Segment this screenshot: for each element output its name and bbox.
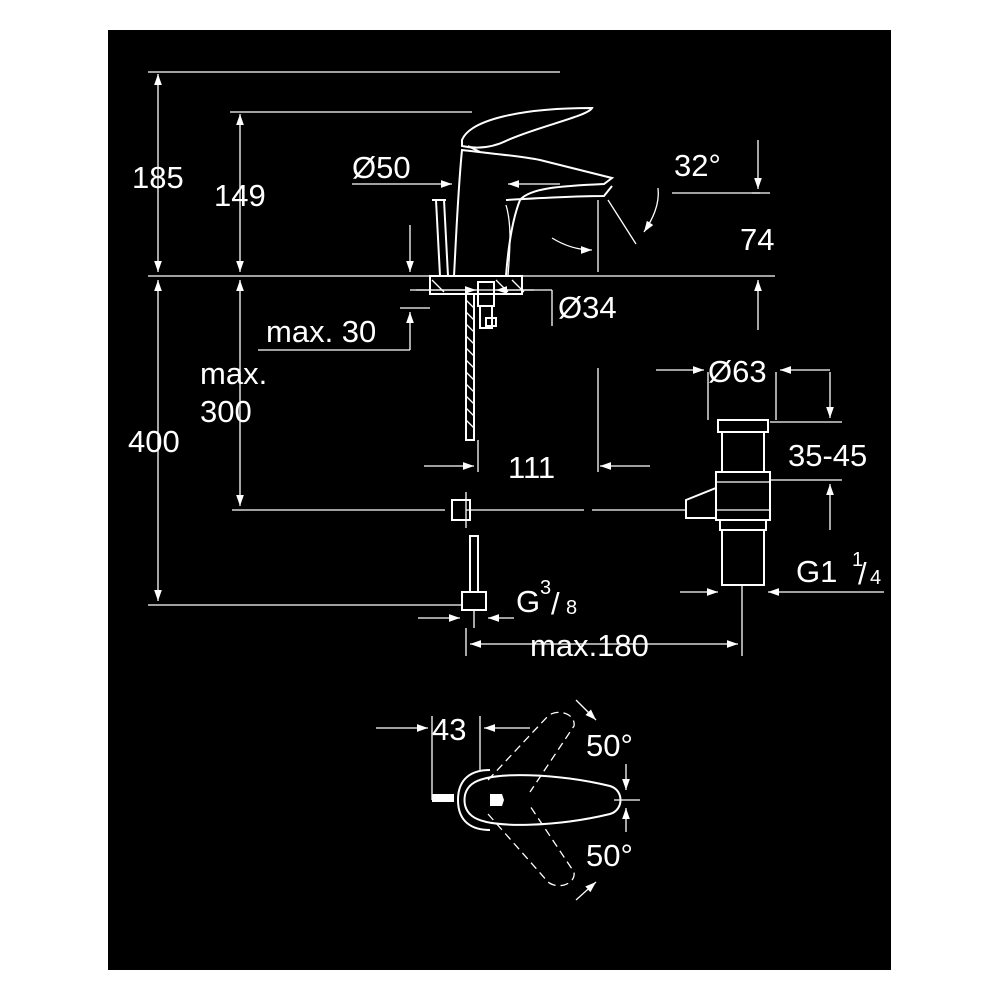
label-diameter-34: Ø34 [558, 290, 617, 325]
drawing-panel: 185 149 Ø50 32° 74 Ø34 max. 30 max. 300 … [108, 30, 891, 970]
dim-max-180 [465, 585, 743, 656]
dim-149 [230, 111, 472, 272]
label-g: G [516, 584, 540, 619]
label-111: 111 [508, 450, 555, 485]
dim-74 [752, 140, 770, 330]
label-74: 74 [740, 222, 774, 257]
label-185: 185 [132, 160, 184, 195]
label-max-30: max. 30 [266, 314, 376, 349]
dim-185 [148, 71, 560, 272]
dim-400 [148, 280, 462, 606]
dim-34 [410, 286, 553, 326]
dim-43 [376, 716, 530, 800]
dim-max-300 [232, 280, 445, 511]
label-149: 149 [214, 178, 266, 213]
label-diameter-50: Ø50 [352, 150, 411, 185]
label-50-degrees-bottom: 50° [586, 838, 633, 873]
dim-50-degrees [575, 699, 640, 901]
drain-assembly [451, 372, 777, 628]
label-diameter-63: Ø63 [708, 354, 767, 389]
label-50-degrees-top: 50° [586, 728, 633, 763]
label-35-45: 35-45 [788, 438, 867, 473]
label-400: 400 [128, 424, 180, 459]
label-43: 43 [432, 712, 466, 747]
technical-drawing: 185 149 Ø50 32° 74 Ø34 max. 30 max. 300 … [128, 71, 884, 901]
dim-max-30 [258, 225, 430, 351]
label-max-300-line2: 300 [200, 394, 252, 429]
label-g-denominator: 8 [566, 597, 577, 619]
label-32-degrees: 32° [674, 148, 721, 183]
label-g1-numerator: 1 [852, 549, 863, 571]
label-g1: G1 [796, 554, 837, 589]
label-g-numerator: 3 [540, 577, 551, 599]
label-max-180: max.180 [530, 628, 649, 663]
label-g-slash: / [551, 586, 560, 621]
label-g1-denominator: 4 [870, 567, 881, 589]
dim-111 [424, 368, 650, 472]
dim-32-degrees [551, 187, 760, 254]
label-max-300-line1: max. [200, 356, 267, 391]
label-g1-slash: / [858, 556, 867, 591]
faucet-side-view [416, 106, 615, 441]
dim-35-45 [770, 372, 842, 530]
faucet-top-view [432, 711, 622, 887]
